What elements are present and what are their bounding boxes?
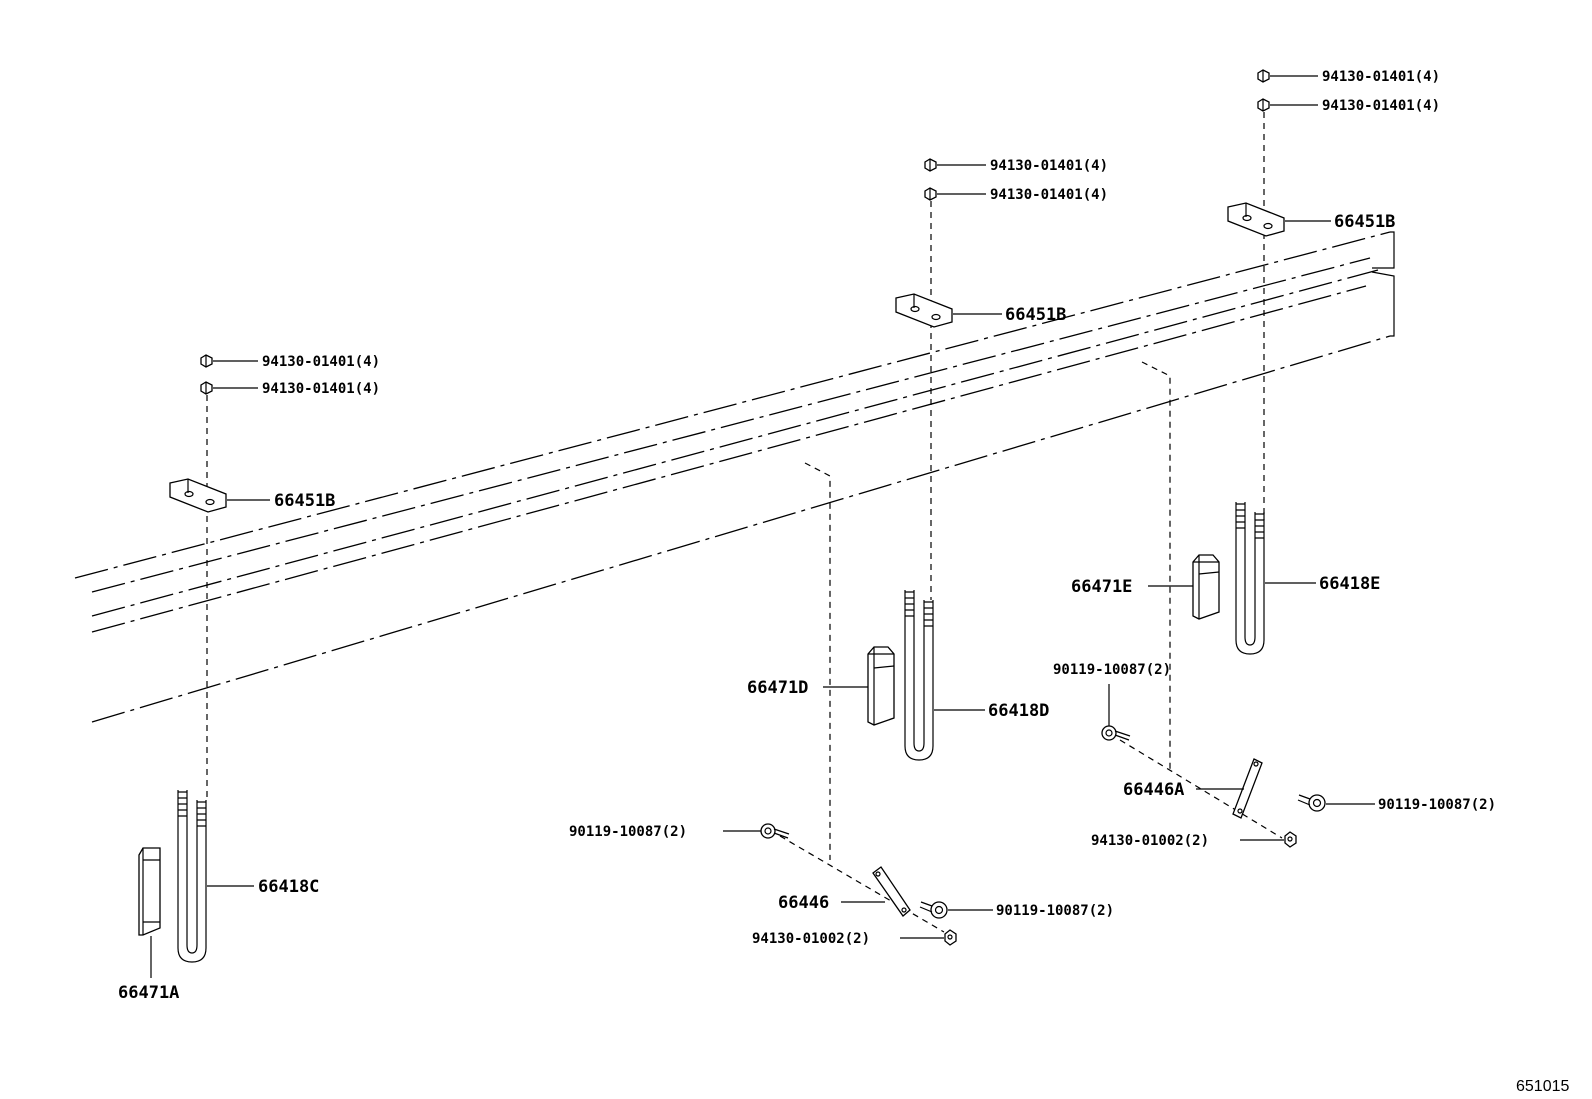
spring-plate-icon [1227, 202, 1285, 237]
bolt-icon [760, 823, 790, 839]
spring-plate-icon [169, 478, 227, 513]
u-bolt-icon [177, 790, 207, 963]
u-bolt-icon [1235, 502, 1265, 655]
nut-icon [1257, 98, 1270, 112]
label-nut-small-mid: 94130-01002(2) [752, 931, 870, 947]
spacer-icon [867, 646, 895, 726]
label-spacer-mid: 66471D [747, 678, 808, 698]
nut-icon [924, 187, 937, 201]
u-bolt-icon [904, 590, 934, 761]
nut-icon [200, 381, 213, 395]
label-nut-left-1: 94130-01401(4) [262, 354, 380, 370]
label-clamp-right: 66446A [1123, 780, 1184, 800]
spacer-icon [1192, 554, 1220, 620]
spring-plate-icon [895, 293, 953, 328]
label-plate-left: 66451B [274, 491, 335, 511]
nut-icon [200, 354, 213, 368]
nut-icon [1284, 831, 1297, 848]
nut-icon [1257, 69, 1270, 83]
spacer-icon [138, 847, 161, 936]
bolt-icon [919, 901, 948, 919]
label-clamp-mid: 66446 [778, 893, 829, 913]
label-spacer-right: 66471E [1071, 577, 1132, 597]
label-bolt-right-2: 90119-10087(2) [1378, 797, 1496, 813]
clamp-icon [872, 866, 911, 917]
clamp-icon [1232, 758, 1263, 819]
label-spacer-left: 66471A [118, 983, 179, 1003]
label-ubolt-mid: 66418D [988, 701, 1049, 721]
nut-icon [944, 929, 957, 946]
label-nut-right-1: 94130-01401(4) [1322, 69, 1440, 85]
label-nut-right-2: 94130-01401(4) [1322, 98, 1440, 114]
leaf-spring [74, 231, 1395, 723]
label-ubolt-left: 66418C [258, 877, 319, 897]
figure-number: 651015 [1516, 1078, 1569, 1095]
label-bolt-mid-2: 90119-10087(2) [996, 903, 1114, 919]
label-nut-mid-2: 94130-01401(4) [990, 187, 1108, 203]
nut-icon [924, 158, 937, 172]
label-plate-mid: 66451B [1005, 305, 1066, 325]
label-plate-right: 66451B [1334, 212, 1395, 232]
label-nut-small-right: 94130-01002(2) [1091, 833, 1209, 849]
bolt-icon [1297, 794, 1326, 812]
label-ubolt-right: 66418E [1319, 574, 1380, 594]
label-nut-mid-1: 94130-01401(4) [990, 158, 1108, 174]
label-bolt-mid-1: 90119-10087(2) [569, 824, 687, 840]
label-nut-left-2: 94130-01401(4) [262, 381, 380, 397]
label-bolt-right-1: 90119-10087(2) [1053, 662, 1171, 678]
bolt-icon [1101, 725, 1131, 741]
